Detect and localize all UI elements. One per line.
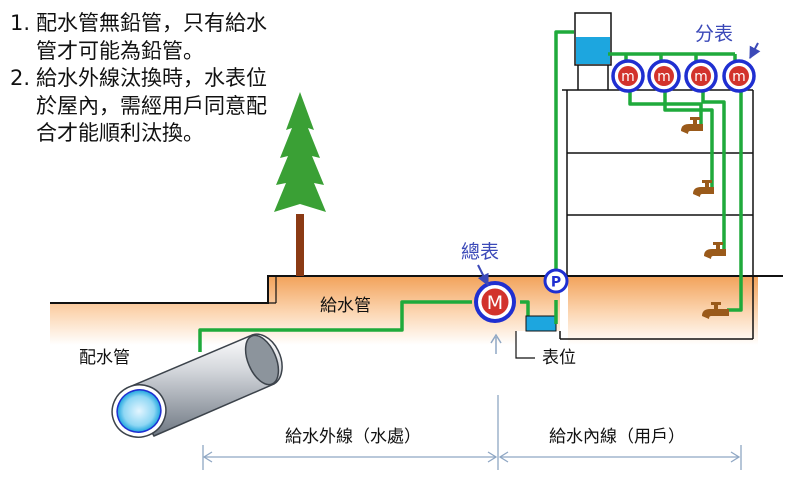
notes-list: 1. 配水管無鉛管，只有給水管才可能為鉛管。 2. 給水外線汰換時，水表位於屋內… (10, 10, 275, 148)
note-text: 給水外線汰換時，水表位於屋內，需經用戶同意配合才能順利汰換。 (36, 66, 267, 145)
note-item: 2. 給水外線汰換時，水表位於屋內，需經用戶同意配合才能順利汰換。 (10, 65, 275, 148)
distribution-main-pipe (111, 333, 283, 438)
note-number: 2. (10, 66, 31, 90)
sub-meters-arrow (749, 42, 761, 60)
building (515, 89, 754, 359)
sub-meter-symbol: m (732, 69, 746, 85)
note-number: 1. (10, 11, 31, 35)
master-meter-arrow (477, 264, 489, 287)
note-item: 1. 配水管無鉛管，只有給水管才可能為鉛管。 (10, 10, 275, 65)
note-text: 配水管無鉛管，只有給水管才可能為鉛管。 (36, 11, 267, 63)
meter-icon: m (722, 59, 756, 93)
tree-icon (274, 92, 326, 276)
master-meter-symbol: M (487, 292, 503, 314)
meter-position-label: 表位 (542, 348, 576, 368)
pump-symbol: P (551, 275, 561, 291)
sub-meter-symbol: m (621, 69, 635, 85)
sub-meter-symbol: m (657, 69, 671, 85)
dimension-lines (202, 395, 742, 470)
meter-icon: M (474, 281, 516, 323)
faucet-icon (702, 302, 729, 319)
faucet-icon (693, 180, 714, 197)
sub-meters-label: 分表 (695, 23, 733, 45)
ground (50, 275, 783, 345)
pump-icon: P (543, 268, 569, 294)
meter-box (525, 300, 558, 332)
outer-line-label: 給水外線（水處） (285, 427, 421, 447)
service-pipe-label: 給水管 (320, 296, 371, 316)
service-pipes (198, 30, 743, 352)
sub-meter-symbol: m (694, 69, 708, 85)
meter-icon: m (684, 59, 718, 93)
meter-position-arrowhead (490, 333, 502, 344)
water-tank-icon (574, 12, 612, 90)
meter-icon: m (647, 59, 681, 93)
inner-line-label: 給水內線（用戶） (549, 427, 685, 447)
faucet-icon (681, 117, 703, 134)
meter-icon: m (611, 59, 645, 93)
master-meter-label: 總表 (461, 241, 499, 263)
distribution-main-label: 配水管 (79, 348, 130, 368)
faucet-icon (704, 242, 726, 259)
